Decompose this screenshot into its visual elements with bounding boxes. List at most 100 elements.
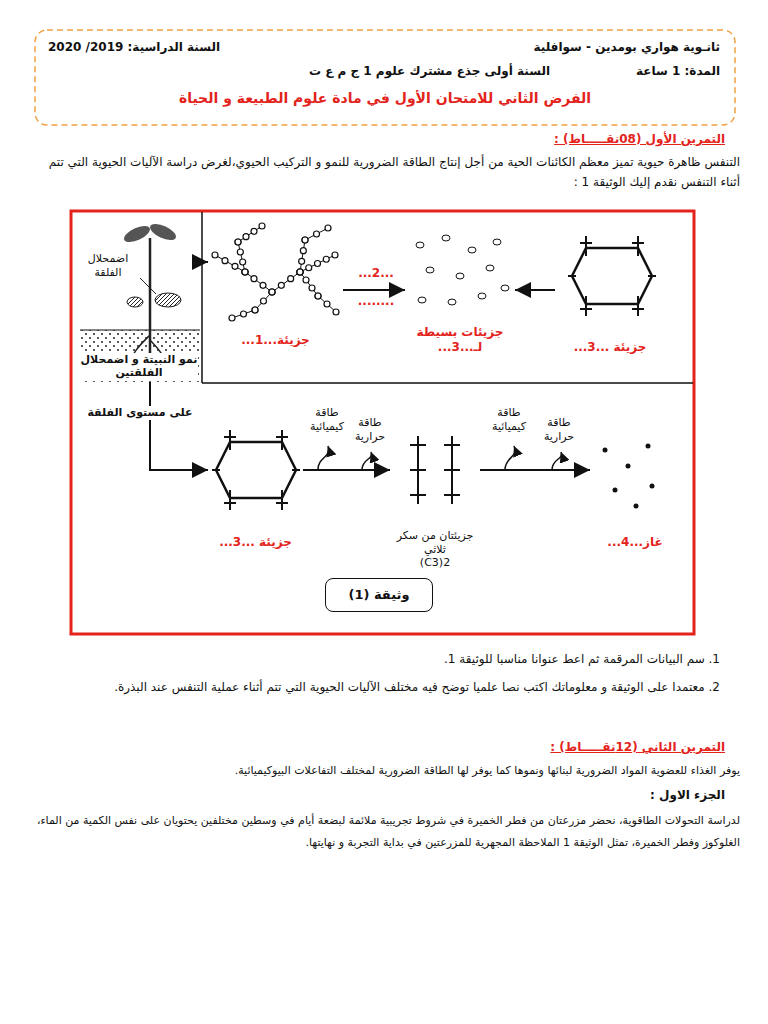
exercise-heading: التمرين الأول (08نقـــــاط) : [470,132,725,148]
starch-molecule [278,282,284,288]
gas-molecules [626,464,631,469]
molecule-stage: جزيئات بسيطة لـ...3... [405,225,515,357]
triose-molecules [410,436,460,504]
exercise-heading: التمرين الثاني (12نقـــــاط) : [480,740,725,756]
starch-molecule [315,293,321,299]
node-label: جزيئة...1... [210,333,341,348]
flow-arrow [303,469,390,471]
document-frame [202,212,693,383]
simple-molecules [448,299,456,305]
starch-molecule [302,237,308,243]
starch-molecule [241,311,247,317]
seedling-illustration [80,221,200,382]
simple-molecules [493,239,501,245]
node-label: اضمحلال الفلقة [80,252,136,280]
document-frame [71,211,694,634]
molecule-stage: جزيئتان من سكر ثلاثي2(C3) [390,400,480,572]
triose-molecules [410,436,460,504]
document-caption: وثيقة (1) [325,578,433,612]
flow-arrow [515,289,555,291]
starch-molecule [324,301,330,307]
starch-molecule [243,234,249,240]
starch-molecule [299,258,305,264]
starch-molecule [232,292,272,318]
seedling-panel: اضمحلال الفلقة نمو النبيتة و اضمحلال الفل… [78,214,200,382]
flow-arrow [343,289,405,291]
starch-molecule [212,223,339,321]
glucose-molecule [212,236,656,510]
simple-molecules [478,293,486,299]
starch-molecule [269,289,275,295]
energy-label: طاقة كيميائية [486,406,532,435]
energy-label: طاقة حرارية [350,416,390,445]
energy-release-arrow [318,446,329,470]
energy-release-arrow [362,452,371,470]
glucose-molecule [568,236,656,316]
school-year: السنة الدراسية: 2019/ 2020 [48,40,278,56]
simple-molecules [456,273,464,279]
starch-molecule [315,293,321,299]
starch-molecule [215,255,335,292]
starch-molecule [297,269,303,275]
molecule-stage: جزيئة ...3... [555,225,665,357]
starch-molecule [297,269,303,275]
flow-arrow [200,261,208,263]
starch-molecule [261,298,267,304]
flow-arrow [480,469,590,471]
node-label: نمو النبيتة و اضمحلال الفلقتين [80,353,198,381]
starch-molecule [269,289,275,295]
starch-molecule [306,265,312,271]
starch-molecule [232,263,238,269]
starch-molecule [235,239,241,245]
question: 1. سم البيانات المرقمة ثم اعط عنوانا منا… [60,652,720,668]
simple-molecules [486,265,494,271]
energy-label: طاقة حرارية [536,416,582,445]
seedling-illustration [140,278,156,294]
gas-molecules [603,444,655,509]
part-heading: الجزء الاول : [500,788,725,804]
starch-molecule [229,315,235,321]
starch-molecule [300,272,336,312]
molecule-stage: جزيئة...1... [208,218,343,350]
paragraph: لدراسة التحولات الطاقوية، نحضر مزرعتان م… [30,810,740,854]
question: 2. معتمدا على الوثيقة و معلوماتك اكتب نص… [30,678,720,697]
caption-text: وثيقة (1) [328,587,430,603]
starch-molecule [252,307,258,313]
starch-molecule [240,259,246,265]
starch-molecule [288,276,294,282]
starch-molecule [302,237,308,243]
document-frame [71,211,694,634]
node-label: جزيئات بسيطة لـ...3... [407,325,513,355]
edge-label: ...2... [350,266,402,282]
gas-molecules [634,504,639,509]
starch-molecule [300,248,306,254]
starch-molecule [325,225,331,231]
gas-molecules [646,444,651,449]
energy-release-arrow [552,452,561,470]
paragraph: يوفر الغذاء للعضوية المواد الضرورية لبنا… [30,764,740,778]
node-label: جزيئتان من سكر ثلاثي [392,529,478,557]
starch-molecule [297,269,303,275]
starch-molecule [314,231,320,237]
node-label: جزيئة ...3... [210,535,301,550]
simple-molecules [468,247,476,253]
simple-molecules [418,297,426,303]
starch-molecule [242,269,248,275]
energy-release-arrow [505,446,515,470]
seedling-illustration [80,330,200,382]
starch-molecule [242,269,248,275]
exam-title: الفرض الثاني للامتحان الأول في مادة علوم… [40,90,730,106]
simple-molecules [416,235,509,305]
starch-molecule [259,223,265,229]
starch-molecule [323,256,329,262]
simple-molecules [501,285,509,291]
simple-molecules [416,242,424,248]
gas-molecules [603,448,608,453]
simple-molecules [442,235,450,241]
school-name: ثانـوية هواري بومدين - سوافلية [420,40,720,56]
starch-molecule [242,269,248,275]
node-label: غاز...4... [592,535,678,550]
molecule-stage: غاز...4... [590,420,680,552]
